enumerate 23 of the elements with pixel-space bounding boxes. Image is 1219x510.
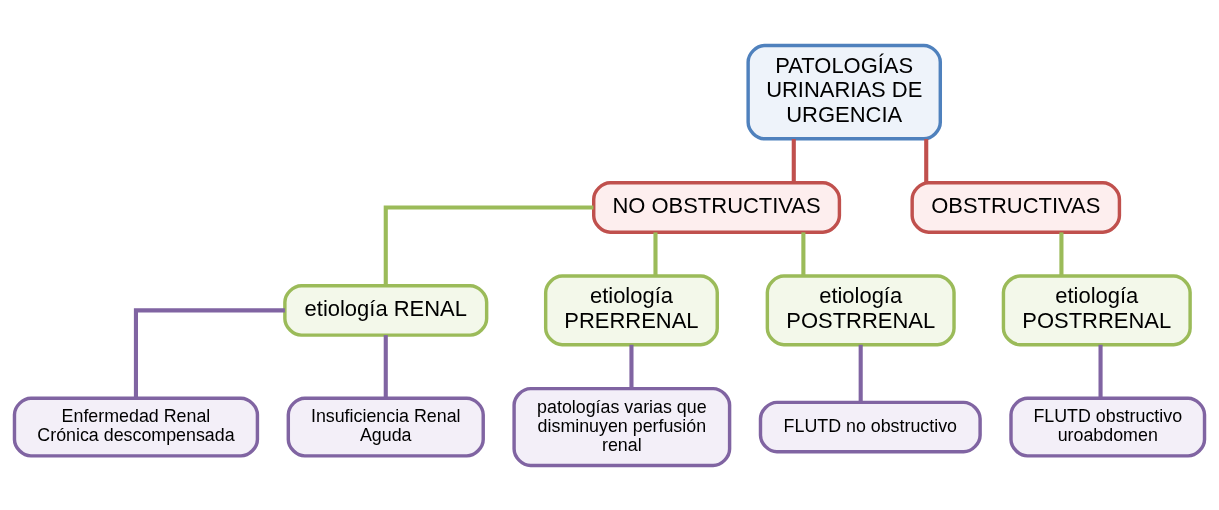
node-box: etiología POSTRRENAL xyxy=(765,273,956,346)
connector xyxy=(858,344,863,402)
node-box: OBSTRUCTIVAS xyxy=(910,180,1122,234)
node-box: Enfermedad Renal Crónica descompensada xyxy=(12,396,260,458)
node-box: Insuficiencia Renal Aguda xyxy=(286,396,485,458)
connector xyxy=(1098,344,1103,398)
node-box: patologías varias que disminuyen perfusión renal xyxy=(512,386,732,467)
node-box: etiología PRERRENAL xyxy=(543,273,719,346)
connector xyxy=(801,231,806,276)
node-box: etiología RENAL xyxy=(283,283,489,337)
connector xyxy=(924,138,929,183)
node-box: etiología POSTRRENAL xyxy=(1001,273,1192,346)
connector xyxy=(133,307,285,398)
connector xyxy=(629,344,634,388)
connector xyxy=(1059,231,1064,276)
node-box: FLUTD no obstructivo xyxy=(758,400,982,453)
connector xyxy=(791,138,796,183)
node-box: NO OBSTRUCTIVAS xyxy=(592,180,842,234)
connector xyxy=(383,334,388,398)
connector xyxy=(383,204,594,285)
connector xyxy=(653,231,658,276)
node-box: FLUTD obstructivo uroabdomen xyxy=(1009,396,1207,458)
node-box: PATOLOGÍAS URINARIAS DE URGENCIA xyxy=(746,43,942,141)
